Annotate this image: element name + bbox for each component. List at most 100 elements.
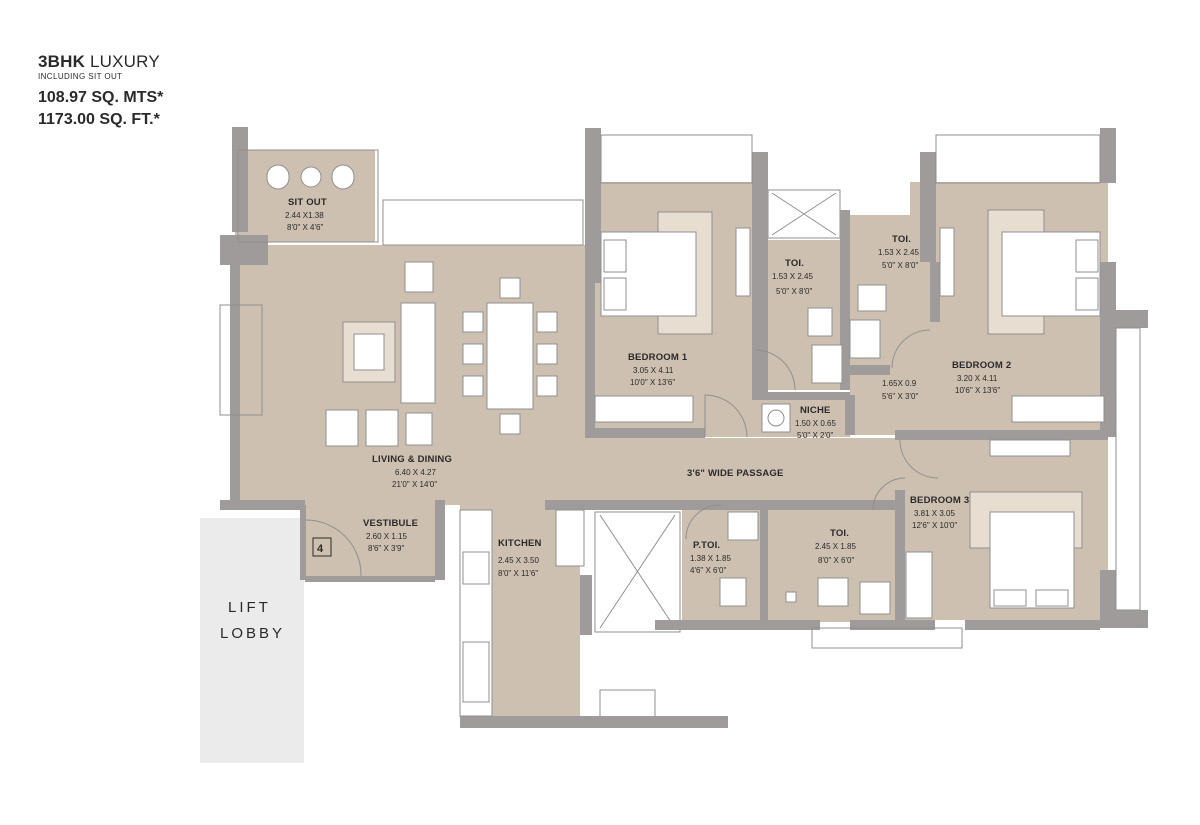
niche-name: NICHE xyxy=(800,405,831,416)
ptoi-basin xyxy=(727,511,759,541)
toi3-imperial: 8'0" X 6'0" xyxy=(818,556,854,565)
dining-chair-l1 xyxy=(462,311,484,333)
wall-kitchen-left xyxy=(435,500,445,580)
kitchen-imperial: 8'0" X 11'6" xyxy=(498,569,538,578)
toi1-imperial: 5'0" X 8'0" xyxy=(776,287,812,296)
sitout-metric: 2.44 X1.38 xyxy=(285,211,324,220)
unit-type: 3BHK LUXURY xyxy=(38,52,298,72)
bedroom2-metric: 3.20 X 4.11 xyxy=(957,374,998,383)
right-balcony-rail xyxy=(1115,327,1141,611)
door-toi1 xyxy=(754,349,796,391)
bedroom2-name: BEDROOM 2 xyxy=(952,360,1011,371)
door-bed1 xyxy=(704,394,748,438)
chair-bottom-2 xyxy=(365,409,399,447)
top-window-living xyxy=(382,199,584,246)
dining-chair-l3 xyxy=(462,375,484,397)
bed1-pillow-1 xyxy=(603,239,627,273)
armchair-top xyxy=(404,261,434,293)
toi3-shower xyxy=(785,591,797,603)
bedroom1-name: BEDROOM 1 xyxy=(628,352,688,363)
bedroom3-imperial: 12'6" X 10'0" xyxy=(912,521,957,530)
kitchen-metric: 2.45 X 3.50 xyxy=(498,556,539,565)
living-imperial: 21'0" X 14'0" xyxy=(392,480,437,489)
door-ptoi xyxy=(685,504,721,540)
bedroom2-imperial: 10'6" X 13'6" xyxy=(955,386,1000,395)
wall-bed2-right xyxy=(1100,262,1116,437)
bedroom1-furniture xyxy=(594,211,751,423)
kitchen-hob xyxy=(462,551,490,585)
chair-bottom-3 xyxy=(405,412,433,446)
sitout-rail xyxy=(237,149,379,243)
sitout-chair-left xyxy=(266,164,290,190)
sitout-imperial: 8'0" X 4'6" xyxy=(287,223,323,232)
small-lobby-imperial: 5'6" X 3'0" xyxy=(882,392,918,401)
wall-kitchen-bottom xyxy=(460,716,728,728)
wall-toi3-left xyxy=(760,504,768,622)
toi3-basin xyxy=(859,581,891,615)
unit-type-bold: 3BHK xyxy=(38,52,86,71)
sit-out-floor xyxy=(235,150,375,242)
ptoi-name: P.TOI. xyxy=(693,540,720,551)
area-sqft: 1173.00 SQ. FT.* xyxy=(38,111,160,128)
ptoi-imperial: 4'6" X 6'0" xyxy=(690,566,726,575)
bed2-wardrobe xyxy=(1011,395,1105,423)
bedroom1-metric: 3.05 X 4.11 xyxy=(633,366,674,375)
kitchen-name: KITCHEN xyxy=(498,538,542,549)
unit-number-box xyxy=(312,537,332,557)
wall-bed2-stub xyxy=(1100,310,1148,328)
wall-vestibule-bottom xyxy=(305,576,435,582)
toi1-metric: 1.53 X 2.45 xyxy=(772,272,813,281)
wall-living-left xyxy=(230,265,240,505)
door-bed2 xyxy=(899,439,939,479)
toilet-fixtures xyxy=(719,284,891,615)
bed3-pillow-2 xyxy=(1035,589,1069,607)
wall-toi2-bottom xyxy=(850,365,890,375)
vestibule-imperial: 8'6" X 3'9" xyxy=(368,544,404,553)
bedroom1-imperial: 10'0" X 13'6" xyxy=(630,378,675,387)
wall-kitchen-right xyxy=(580,575,592,635)
dining-chair-bottom xyxy=(499,413,521,435)
plan-header: 3BHK LUXURY INCLUDING SIT OUT 108.97 SQ.… xyxy=(38,52,298,130)
passage-floor xyxy=(300,438,905,504)
duct-cross-2 xyxy=(599,514,676,629)
toi1-name: TOI. xyxy=(785,258,804,269)
dining-chair-top xyxy=(499,277,521,299)
wall-toi-mid xyxy=(840,210,850,390)
kitchen-sink xyxy=(462,641,490,703)
vestibule-name: VESTIBULE xyxy=(363,518,418,529)
toi1-wc xyxy=(807,307,833,337)
lower-duct xyxy=(599,689,656,719)
dining-chair-r1 xyxy=(536,311,558,333)
ptoi-wc xyxy=(719,577,747,607)
wall-sitout-col xyxy=(232,127,248,232)
bedroom3-name: BEDROOM 3 xyxy=(910,495,969,506)
door-swings xyxy=(305,329,939,577)
wall-bed3-stub xyxy=(1100,610,1148,628)
wall-toi2-col xyxy=(920,152,936,262)
bed1-side-unit xyxy=(735,227,751,297)
toi3-name: TOI. xyxy=(830,528,849,539)
niche-washer-drum xyxy=(767,409,785,427)
wall-bed1-right xyxy=(752,152,768,392)
unit-type-rest: LUXURY xyxy=(85,52,160,71)
dining-chair-l2 xyxy=(462,343,484,365)
bed3-wardrobe xyxy=(905,551,933,619)
wall-passage-bottom xyxy=(545,500,905,510)
unit-number: 4 xyxy=(317,543,324,555)
kitchen-fixtures xyxy=(459,509,585,717)
door-toi2 xyxy=(891,329,931,369)
room-labels: SIT OUT 2.44 X1.38 8'0" X 4'6" LIVING & … xyxy=(285,197,1011,578)
window-lines xyxy=(219,134,1141,649)
bed1-pillow-2 xyxy=(603,277,627,311)
bed3-pillow-1 xyxy=(993,589,1027,607)
living-name: LIVING & DINING xyxy=(372,454,452,465)
wall-bed1-left xyxy=(585,283,595,438)
lift-lobby-area xyxy=(200,518,304,763)
wall-bed3-bottom xyxy=(850,620,935,630)
toi2-basin xyxy=(849,319,881,359)
wall-niche-right xyxy=(845,395,855,435)
living-furniture xyxy=(325,261,558,447)
sitout-chair-right xyxy=(331,164,355,190)
wall-bed1-bottom xyxy=(585,428,705,438)
bottom-window-toi3 xyxy=(811,627,963,649)
